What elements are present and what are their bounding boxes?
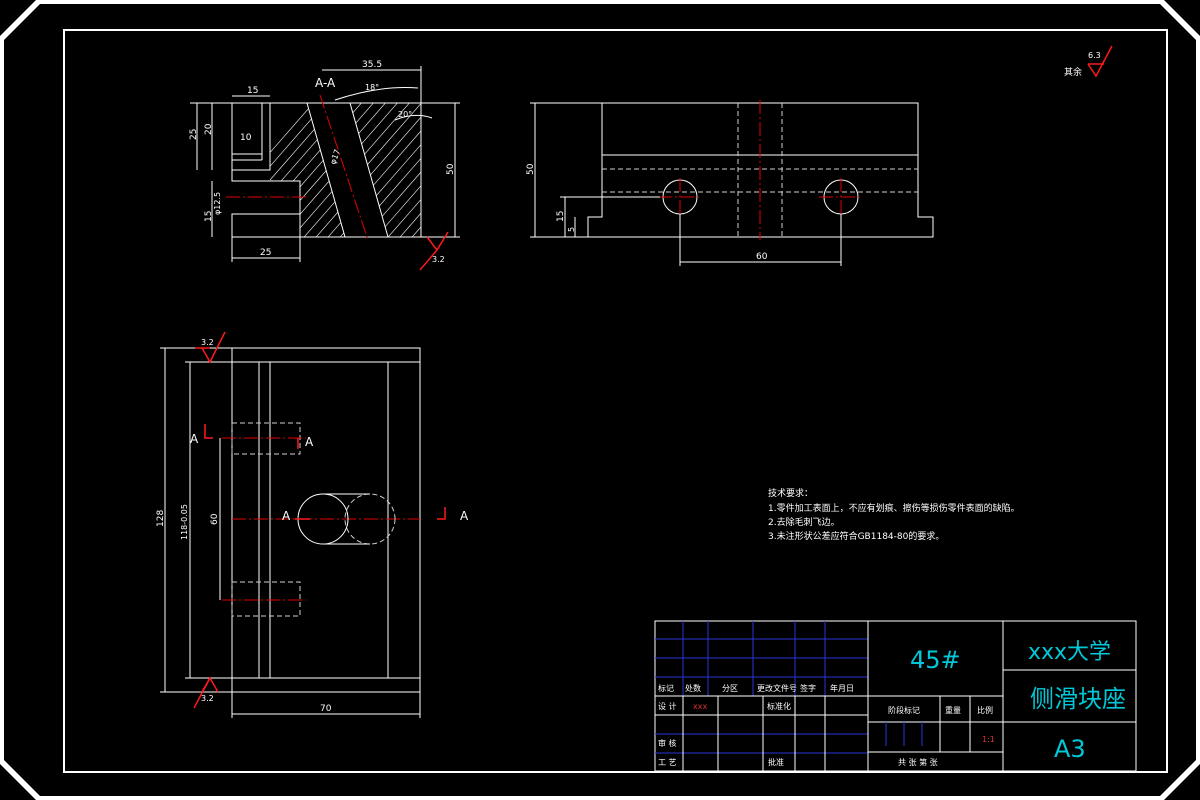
section-mark-4: A (460, 509, 469, 523)
side-dim-60: 60 (756, 252, 768, 262)
roughness-3-2-c: 3.2 (201, 694, 214, 703)
dim-15-lower: 15 (204, 211, 214, 222)
section-mark-1: A (190, 432, 199, 446)
dim-10: 10 (240, 133, 252, 143)
section-label: A-A (315, 76, 336, 90)
section-mark-2: A (305, 435, 314, 449)
scale-label: 比例 (977, 705, 993, 715)
roughness-value: 6.3 (1088, 51, 1101, 60)
side-dim-15: 15 (556, 211, 566, 222)
plan-dim-70: 70 (320, 704, 332, 714)
side-view: 50 15 5 60 (526, 100, 934, 266)
dim-20: 20 (204, 123, 214, 135)
hdr-zone: 分区 (722, 684, 738, 693)
dim-25-left: 25 (189, 129, 199, 140)
tech-note-1: 1.零件加工表面上，不应有划痕、擦伤等损伤零件表面的缺陷。 (768, 502, 1020, 514)
plan-dim-118: 118-0.05 (180, 504, 189, 540)
review-label: 审 核 (658, 738, 677, 748)
design-label: 设 计 (658, 701, 677, 711)
roughness-3-2-a: 3.2 (432, 255, 445, 264)
dim-dia-12: φ12.5 (213, 192, 222, 215)
tech-notes-title: 技术要求： (768, 487, 813, 499)
dim-15: 15 (247, 86, 258, 96)
roughness-3-2-b: 3.2 (201, 338, 214, 347)
process-label: 工 艺 (658, 758, 677, 767)
dim-angle-20: 20° (398, 110, 412, 119)
side-dim-50: 50 (526, 163, 536, 175)
designer-name: xxx (693, 702, 707, 711)
plan-dim-60: 60 (210, 513, 220, 525)
section-mark-3: A (282, 509, 291, 523)
material: 45# (910, 646, 961, 674)
tech-note-3: 3.未注形状公差应符合GB1184-80的要求。 (768, 530, 944, 542)
standard-label: 标准化 (767, 701, 791, 711)
sheet-inner (4, 4, 1196, 796)
stage-label: 阶段标记 (888, 705, 920, 715)
hdr-date: 年月日 (830, 683, 854, 693)
dim-35-5: 35.5 (362, 60, 382, 70)
approve-label: 批准 (768, 757, 784, 767)
dim-angle-18: 18° (365, 83, 379, 92)
dim-50: 50 (446, 163, 456, 175)
hdr-mark: 标记 (658, 683, 674, 693)
tech-notes: 技术要求： 1.零件加工表面上，不应有划痕、擦伤等损伤零件表面的缺陷。 2.去除… (768, 487, 1020, 542)
roughness-note: 其余 (1064, 66, 1082, 78)
weight-label: 重量 (945, 705, 961, 715)
drawing-frame (63, 29, 1168, 773)
sheets-label: 共 张 第 张 (898, 757, 938, 767)
plan-view: A A A A 128 118-0.05 60 70 3.2 3.2 (156, 331, 469, 718)
tech-note-2: 2.去除毛刺飞边。 (768, 516, 840, 528)
side-dim-5: 5 (567, 227, 576, 232)
plan-dim-128: 128 (156, 510, 166, 527)
hdr-sign: 签字 (800, 683, 816, 693)
part-name: 侧滑块座 (1030, 685, 1126, 713)
sheet-size: A3 (1054, 735, 1086, 763)
scale-value: 1:1 (982, 735, 995, 744)
hdr-change-doc: 更改文件号 (757, 683, 797, 693)
general-roughness: 其余 6.3 (1064, 45, 1113, 78)
hdr-count: 处数 (685, 683, 701, 693)
title-block: 标记 处数 分区 更改文件号 签字 年月日 设 计 xxx 标准化 审 核 工 … (654, 620, 1137, 772)
dim-25-bottom: 25 (260, 248, 271, 258)
school-name: xxx大学 (1028, 640, 1111, 665)
